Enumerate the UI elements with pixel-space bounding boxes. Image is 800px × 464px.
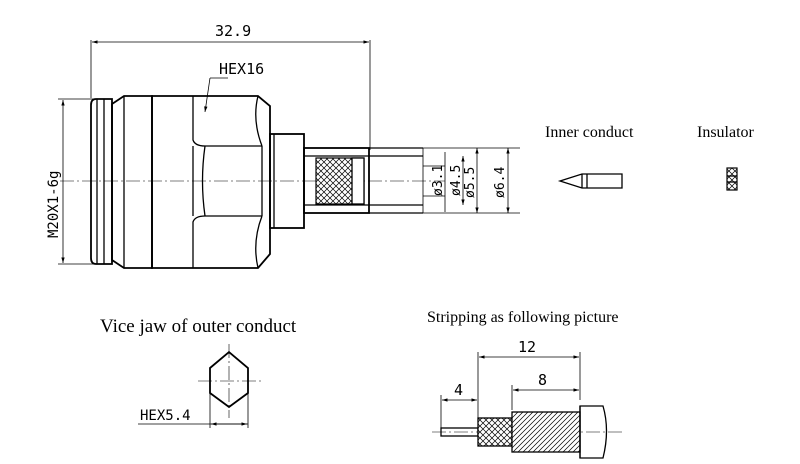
stripped-insulator: [477, 417, 513, 447]
dim-8-label: 8: [538, 371, 547, 389]
connector-main-view: 32.9 M20X1-6g HEX16: [46, 22, 520, 269]
insulator-part: Insulator: [697, 124, 755, 191]
dia-5-5-label: ø5.5: [463, 167, 478, 198]
vice-jaw-title: Vice jaw of outer conduct: [100, 316, 297, 337]
coupling-nut: [111, 95, 153, 269]
hex-body: [151, 95, 271, 269]
dim-12-label: 12: [518, 338, 536, 356]
inner-conductor-label: Inner conduct: [545, 124, 634, 141]
insulator-label: Insulator: [697, 124, 755, 141]
front-flange: [90, 98, 113, 265]
cable-jacket: [579, 405, 608, 459]
stripping-title: Stripping as following picture: [427, 309, 619, 326]
dia-3-1-label: ø3.1: [431, 165, 446, 196]
stripping-view: Stripping as following picture 12 8 4: [427, 309, 625, 459]
inner-conductor-drawing: [557, 173, 623, 189]
dia-6-4-label: ø6.4: [493, 167, 508, 198]
dia-4-5-label: ø4.5: [449, 165, 464, 196]
stripped-braid: [511, 411, 581, 453]
hex16-label: HEX16: [219, 60, 264, 78]
thread-label: M20X1-6g: [46, 171, 62, 238]
vice-jaw-view: Vice jaw of outer conduct HEX5.4: [100, 316, 297, 428]
overall-length-label: 32.9: [215, 22, 251, 40]
crimp-tube: [303, 147, 370, 214]
inner-conductor-part: Inner conduct: [545, 124, 634, 189]
dim-4-label: 4: [454, 381, 463, 399]
insulator-drawing: [726, 167, 738, 191]
hex5-4-label: HEX5.4: [140, 408, 191, 424]
